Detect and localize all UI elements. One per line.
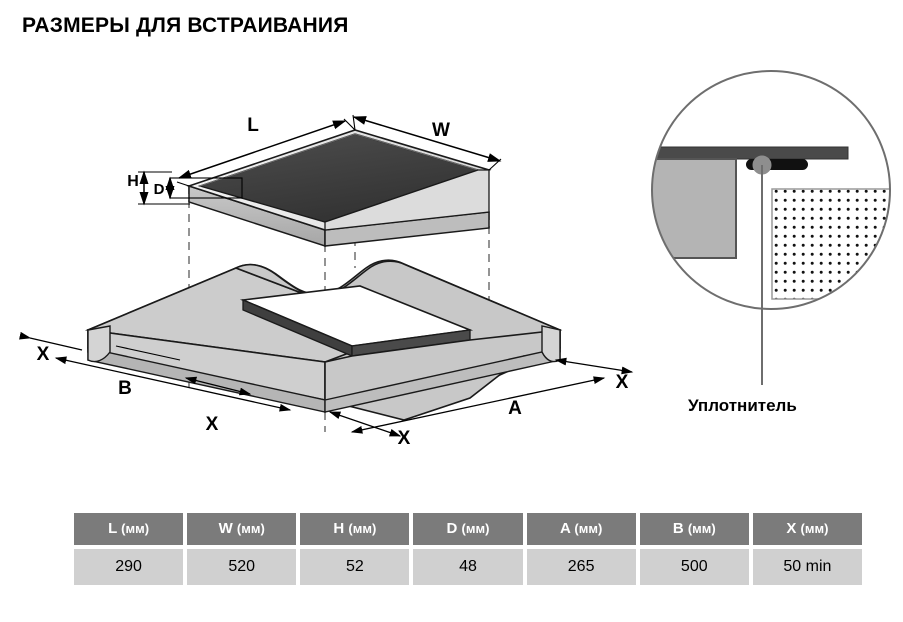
header-unit-D: (мм) [461, 521, 490, 536]
installation-diagram: L W H D [18, 70, 891, 449]
header-letter-L: L [108, 520, 117, 537]
header-unit-A: (мм) [574, 521, 603, 536]
header-unit-X: (мм) [800, 521, 829, 536]
header-unit-W: (мм) [236, 521, 265, 536]
table-header-cell-D: D (мм) [413, 513, 523, 545]
detail-hob-body [652, 158, 737, 259]
header-letter-A: A [559, 520, 571, 537]
dimension-line-L [177, 120, 347, 179]
header-unit-H: (мм) [348, 521, 377, 536]
dimension-line-W [352, 116, 502, 162]
label-A: A [508, 398, 522, 419]
page-title: РАЗМЕРЫ ДЛЯ ВСТРАИВАНИЯ [22, 14, 349, 37]
dimension-line-B [54, 356, 292, 412]
table-header-row: L (мм) W (мм) H (мм) D (мм) A (мм) B (мм… [74, 513, 862, 545]
table-header-cell-B: B (мм) [639, 513, 749, 545]
dimension-line-X-front [328, 411, 402, 437]
dimension-line-X-left-upper [18, 331, 83, 351]
detail-glass-slab [652, 146, 849, 160]
label-L: L [247, 115, 259, 136]
table-value-cell-X: 50 min [752, 549, 862, 585]
label-W: W [432, 120, 450, 141]
label-H: H [127, 173, 139, 190]
countertop-dimension-lines [18, 331, 634, 437]
label-X-left-lower: X [206, 414, 219, 435]
header-unit-L: (мм) [121, 521, 150, 536]
header-letter-H: H [333, 520, 345, 537]
table-header-cell-L: L (мм) [74, 513, 184, 545]
table-value-cell-W: 520 [187, 549, 297, 585]
detail-circle-outline [651, 70, 891, 310]
detail-countertop-block [771, 188, 890, 300]
table-header-cell-A: A (мм) [526, 513, 636, 545]
label-X-right: X [616, 372, 629, 393]
header-letter-X: X [786, 520, 797, 537]
cooktop-assembly [186, 129, 492, 248]
header-letter-W: W [218, 520, 233, 537]
dimension-line-X-left-lower [184, 376, 252, 396]
header-letter-D: D [446, 520, 458, 537]
label-X-left-upper: X [37, 344, 50, 365]
cooktop-bevel-right [324, 169, 490, 231]
table-value-cell-A: 265 [526, 549, 636, 585]
label-B: B [118, 378, 132, 399]
depth-callout-box [169, 177, 243, 199]
table-header-cell-X: X (мм) [752, 513, 862, 545]
table-value-cell-B: 500 [639, 549, 749, 585]
seal-detail-view [651, 70, 891, 385]
countertop-cutaway-right [541, 325, 561, 363]
seal-callout-label: Уплотнитель [688, 396, 797, 415]
header-unit-B: (мм) [687, 521, 716, 536]
table-value-cell-D: 48 [413, 549, 523, 585]
table-header-cell-H: H (мм) [300, 513, 410, 545]
table-value-cell-L: 290 [74, 549, 184, 585]
header-letter-B: B [672, 520, 684, 537]
countertop-cutaway-left [87, 325, 111, 363]
table-value-row: 290 520 52 48 265 500 50 min [74, 549, 862, 585]
dimension-line-X-right [554, 357, 634, 375]
cooktop-dimension-lines [138, 114, 502, 206]
table-header-cell-W: W (мм) [187, 513, 297, 545]
label-D: D [154, 181, 165, 198]
table-value-cell-H: 52 [300, 549, 410, 585]
label-X-front: X [398, 428, 411, 449]
dimension-table: L (мм) W (мм) H (мм) D (мм) A (мм) B (мм… [74, 513, 862, 585]
